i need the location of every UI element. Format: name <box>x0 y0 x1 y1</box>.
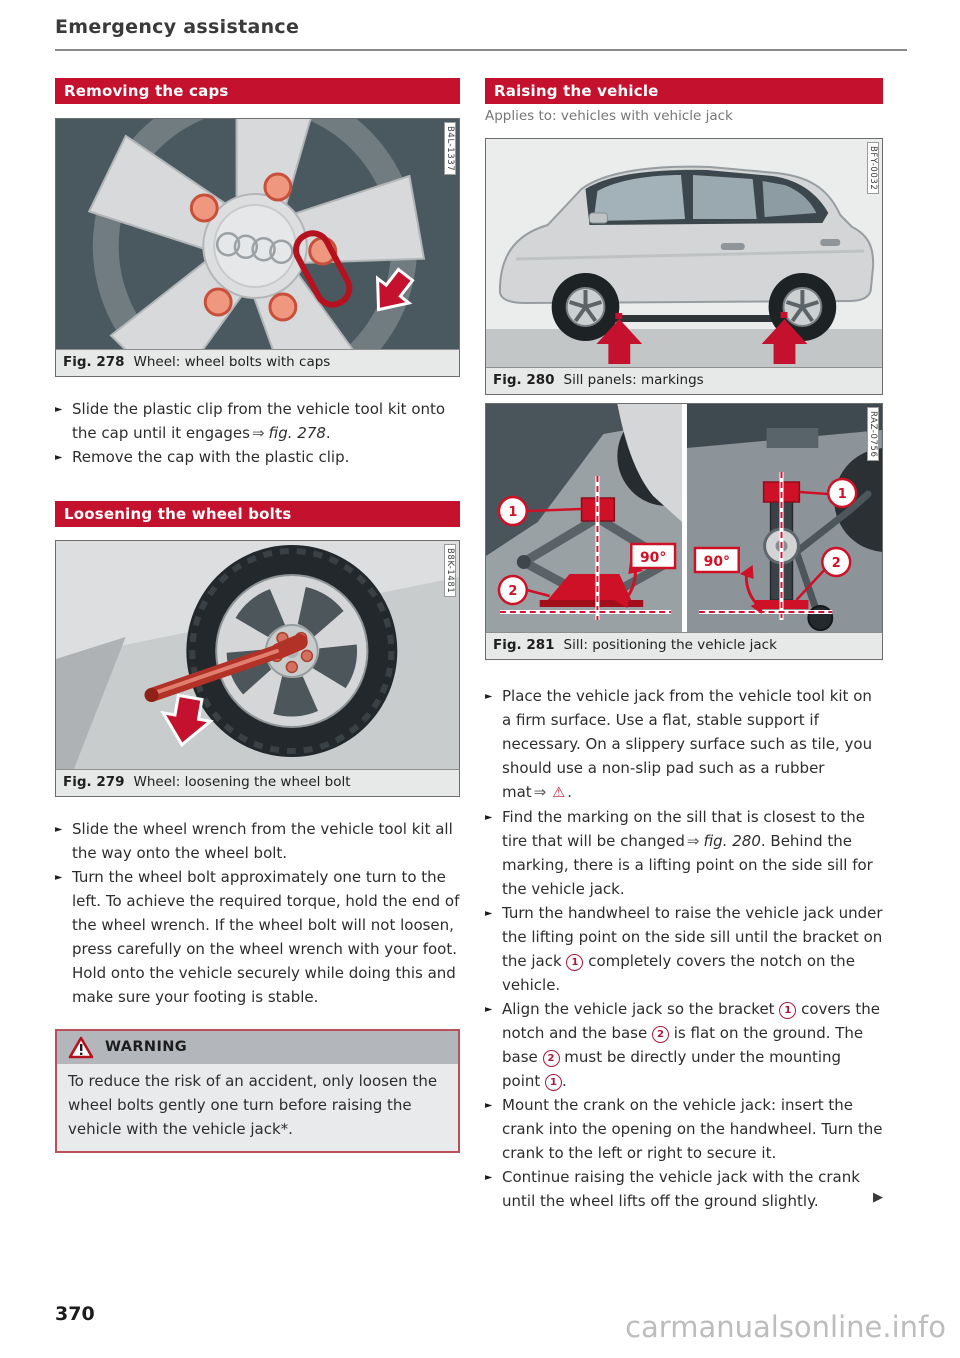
list-item: ► Continue raising the vehicle jack with… <box>485 1165 883 1213</box>
applies-to-note: Applies to: vehicles with vehicle jack <box>485 108 733 124</box>
figure-279-code-label: B8K-1481 <box>443 543 456 598</box>
callout-1-badge: 1 <box>566 953 584 971</box>
callout-2-badge: 2 <box>542 1049 560 1067</box>
warning-box: WARNING To reduce the risk of an acciden… <box>55 1028 460 1153</box>
figure-279-number: Fig. 279 <box>63 773 125 790</box>
figure-reference: fig. 280 <box>703 831 761 850</box>
bullet-arrow-icon: ► <box>55 871 63 883</box>
bullet-arrow-icon: ► <box>485 1099 493 1111</box>
left-column: Removing the caps <box>55 78 460 1153</box>
bullet-arrow-icon: ► <box>485 690 493 702</box>
ref-arrow-icon: ⇒ <box>686 831 700 850</box>
bullet-arrow-icon: ► <box>485 811 493 823</box>
list-item: ► Place the vehicle jack from the vehicl… <box>485 684 883 805</box>
page-title: Emergency assistance <box>55 16 907 51</box>
angle-label: 90° <box>704 554 730 570</box>
bullet-arrow-icon: ► <box>55 403 63 415</box>
figure-281-image: 90° 1 2 <box>485 402 883 632</box>
bullet-text: Continue raising the vehicle jack with t… <box>502 1167 860 1210</box>
list-item: ► Find the marking on the sill that is c… <box>485 805 883 901</box>
list-item: ► Slide the plastic clip from the vehicl… <box>55 397 460 445</box>
section-title-removing-caps: Removing the caps <box>55 78 460 104</box>
list-item: ► Align the vehicle jack so the bracket … <box>485 997 883 1093</box>
bullet-text: Place the vehicle jack from the vehicle … <box>502 686 873 801</box>
page-continuation-icon: ▶ <box>873 1189 883 1205</box>
warning-title: WARNING <box>105 1039 188 1056</box>
list-item: ► Turn the wheel bolt approximately one … <box>55 865 460 1009</box>
figure-280: BFY-0032 Fig. 280 Sill panels: markings <box>485 138 883 395</box>
warning-header: WARNING <box>57 1030 458 1064</box>
section-title-loosening-bolts: Loosening the wheel bolts <box>55 500 460 527</box>
figure-279-caption: Fig. 279 Wheel: loosening the wheel bolt <box>55 768 460 797</box>
bullet-text: Align the vehicle jack so the bracket 1 … <box>502 999 881 1091</box>
figure-280-code-label: BFY-0032 <box>866 142 879 195</box>
figure-279-caption-text: Wheel: loosening the wheel bolt <box>133 773 351 790</box>
bullet-arrow-icon: ► <box>55 823 63 835</box>
callout-1-badge: 1 <box>838 487 847 502</box>
figure-278-number: Fig. 278 <box>63 354 125 370</box>
figure-279-image: B8K-1481 <box>55 539 460 769</box>
figure-reference: fig. 278 <box>268 423 326 442</box>
bullet-arrow-icon: ► <box>55 451 63 463</box>
section-title-raising-vehicle: Raising the vehicle <box>485 78 883 104</box>
warning-triangle-icon <box>68 1036 94 1059</box>
loosening-bolts-steps: ► Slide the wheel wrench from the vehicl… <box>55 817 460 1009</box>
figure-281-code-label: RAZ-0756 <box>866 406 879 462</box>
bullet-text: Slide the plastic clip from the vehicle … <box>72 399 446 442</box>
callout-1-badge: 1 <box>508 505 517 520</box>
figure-280-caption-text: Sill panels: markings <box>563 372 704 388</box>
figure-278-caption-text: Wheel: wheel bolts with caps <box>133 354 331 370</box>
ref-arrow-icon: ⇒ <box>251 423 265 442</box>
list-item: ► Mount the crank on the vehicle jack: i… <box>485 1093 883 1165</box>
callout-1-badge: 1 <box>779 1001 797 1019</box>
page-number: 370 <box>55 1303 95 1325</box>
figure-280-image: BFY-0032 <box>485 138 883 367</box>
callout-2-badge: 2 <box>832 556 841 571</box>
bullet-text: Remove the cap with the plastic clip. <box>72 447 350 466</box>
figure-281: 90° 1 2 <box>485 402 883 660</box>
figure-281-caption-text: Sill: positioning the vehicle jack <box>563 636 777 653</box>
list-item: ► Remove the cap with the plastic clip. <box>55 445 460 469</box>
bullet-text: Mount the crank on the vehicle jack: ins… <box>502 1095 883 1162</box>
list-item: ► Slide the wheel wrench from the vehicl… <box>55 817 460 865</box>
ref-arrow-icon: ⇒ <box>533 782 547 801</box>
raising-vehicle-steps: ► Place the vehicle jack from the vehicl… <box>485 684 883 1213</box>
callout-1-badge: 1 <box>545 1073 563 1091</box>
bullet-arrow-icon: ► <box>485 1171 493 1183</box>
figure-280-caption: Fig. 280 Sill panels: markings <box>485 367 883 395</box>
removing-caps-steps: ► Slide the plastic clip from the vehicl… <box>55 397 460 469</box>
watermark: carmanualsonline.info <box>625 1310 946 1344</box>
right-column: Raising the vehicle Applies to: vehicles… <box>485 78 883 1213</box>
figure-281-number: Fig. 281 <box>493 636 555 653</box>
bullet-arrow-icon: ► <box>485 1003 493 1015</box>
angle-label: 90° <box>640 550 666 566</box>
figure-278-caption: Fig. 278 Wheel: wheel bolts with caps <box>55 349 460 377</box>
figure-278-code-label: B4L-1337 <box>443 122 456 176</box>
callout-2-badge: 2 <box>652 1025 669 1043</box>
figure-279: B8K-1481 Fig. 279 Wheel: loosening the wh… <box>55 539 460 797</box>
bullet-text: Turn the handwheel to raise the vehicle … <box>502 903 883 994</box>
warning-triangle-icon: ⚠ <box>552 784 566 801</box>
list-item: ► Turn the handwheel to raise the vehicl… <box>485 901 883 997</box>
bullet-arrow-icon: ► <box>485 907 493 919</box>
callout-2-badge: 2 <box>508 584 517 599</box>
figure-280-number: Fig. 280 <box>493 372 555 388</box>
figure-278-image: B4L-1337 <box>55 118 460 349</box>
bullet-text: Turn the wheel bolt approximately one tu… <box>72 867 460 1006</box>
figure-281-caption: Fig. 281 Sill: positioning the vehicle ja… <box>485 631 883 660</box>
figure-278: B4L-1337 Fig. 278 Wheel: wheel bolts with… <box>55 118 460 377</box>
bullet-text: Slide the wheel wrench from the vehicle … <box>72 819 453 862</box>
bullet-text: Find the marking on the sill that is clo… <box>502 807 873 898</box>
warning-text: To reduce the risk of an accident, only … <box>68 1071 438 1138</box>
